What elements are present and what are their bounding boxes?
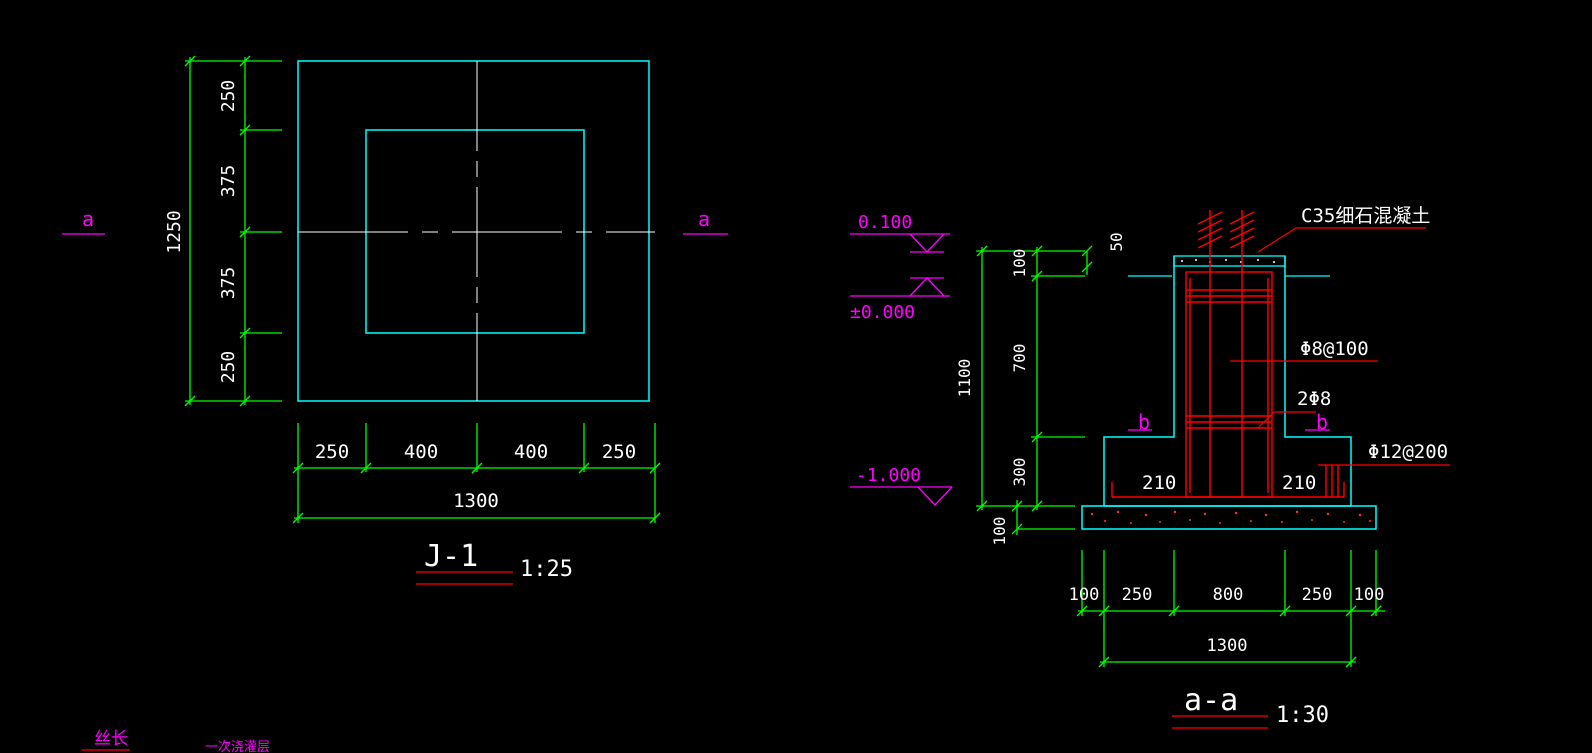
section-dim-top: 50 — [1107, 232, 1126, 251]
section-footing-outline — [1103, 256, 1352, 507]
edge-right-label: 210 — [1282, 472, 1316, 494]
plan-dim-bottom — [292, 423, 661, 524]
plan-dim-bottom-total: 1300 — [453, 490, 499, 512]
section-dim-bottom — [1076, 550, 1385, 668]
level-top: 0.100 — [858, 212, 912, 233]
plan-section-mark-left: a — [82, 207, 94, 231]
section-view: 0.100 ±0.000 -1.000 — [850, 205, 1450, 729]
level-top-triangle — [909, 233, 945, 253]
level-bottom-triangle — [917, 486, 953, 506]
plan-dim-bottom-3: 400 — [514, 441, 548, 463]
level-bottom: -1.000 — [856, 465, 921, 486]
level-zero-triangle — [909, 277, 945, 297]
section-dim-base: 100 — [990, 517, 1009, 546]
plan-dim-left — [184, 55, 282, 407]
plan-scale: 1:25 — [520, 557, 573, 582]
section-dim-bottom-total: 1300 — [1207, 636, 1248, 656]
plan-dim-bottom-1: 250 — [315, 441, 349, 463]
topping-hatch — [1181, 259, 1275, 263]
section-mark-b-right: b — [1316, 410, 1328, 434]
level-zero: ±0.000 — [850, 302, 915, 323]
leaders — [1230, 227, 1450, 466]
rebar-bottom-label: Φ12@200 — [1368, 441, 1448, 463]
footer-left-text: 丝长 — [94, 729, 128, 749]
section-dim-left-2: 700 — [1010, 344, 1029, 373]
section-dim-bottom-3: 800 — [1213, 585, 1244, 605]
plan-dim-left-2: 375 — [218, 165, 239, 198]
section-scale: 1:30 — [1276, 703, 1329, 728]
section-title: a-a — [1184, 683, 1238, 718]
footing-outline — [297, 60, 650, 402]
plan-dim-bottom-4: 250 — [602, 441, 636, 463]
footer-right-text: 一次浇灌层 — [205, 739, 270, 753]
plan-dim-left-4: 250 — [218, 351, 239, 384]
rebar-stirrup-label: Φ8@100 — [1300, 338, 1369, 360]
plan-dim-left-total: 1250 — [164, 210, 185, 253]
plan-dim-bottom-2: 400 — [404, 441, 438, 463]
plan-dim-left-1: 250 — [218, 80, 239, 113]
plan-title: J-1 — [424, 539, 478, 574]
section-dim-bottom-1: 100 — [1069, 585, 1100, 605]
bedding-hatch — [1090, 510, 1371, 524]
bedding-layer — [1081, 505, 1377, 530]
edge-left-label: 210 — [1142, 472, 1176, 494]
plan-view: 250 375 375 250 1250 250 400 400 250 130… — [62, 55, 728, 585]
section-dim-bottom-5: 100 — [1354, 585, 1385, 605]
footer-notes: 丝长 一次浇灌层 — [82, 729, 270, 753]
plan-section-mark-right: a — [698, 207, 710, 231]
rebar-pair-label: 2Φ8 — [1297, 388, 1331, 410]
topping-layer — [1173, 255, 1286, 267]
concrete-note: C35细石混凝土 — [1301, 205, 1430, 227]
section-mark-b-left: b — [1138, 410, 1150, 434]
section-dim-left-3: 300 — [1010, 458, 1029, 487]
section-dim-left — [976, 245, 1093, 535]
section-dim-bottom-2: 250 — [1122, 585, 1153, 605]
plan-dim-left-3: 375 — [218, 267, 239, 300]
rebar-cage — [1111, 210, 1345, 498]
section-dim-bottom-4: 250 — [1302, 585, 1333, 605]
section-dim-left-total: 1100 — [955, 359, 974, 398]
section-dim-left-1: 100 — [1010, 249, 1029, 278]
